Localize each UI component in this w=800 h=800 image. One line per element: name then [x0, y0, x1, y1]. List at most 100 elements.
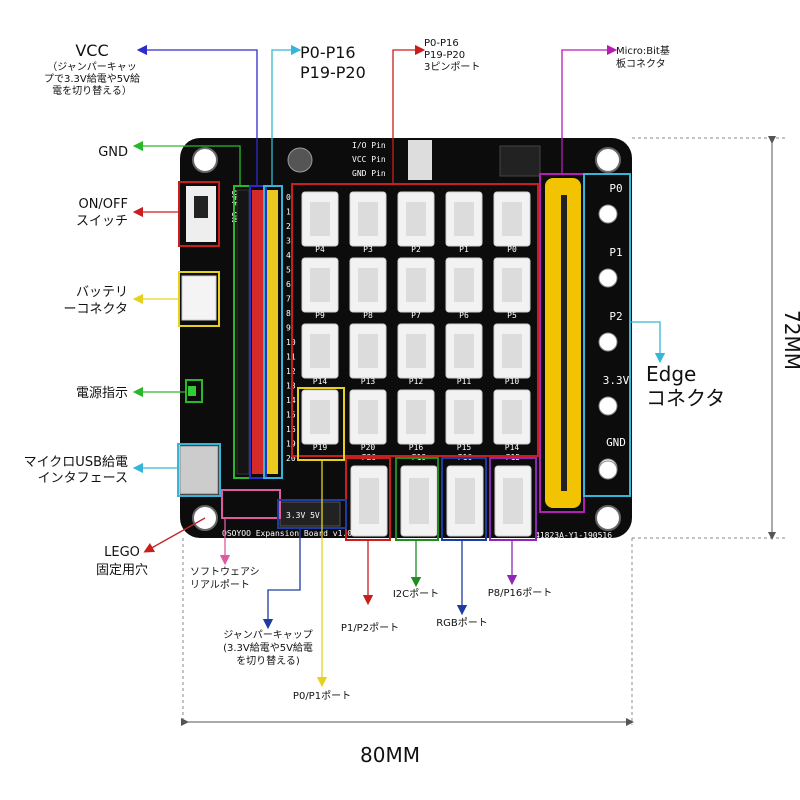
port-label: P15: [457, 443, 472, 452]
header-number: 15: [286, 411, 296, 420]
jumper-label-1: ジャンパーキャップ: [223, 629, 313, 641]
top-3pin-header: [408, 140, 432, 180]
lego-label-2: 固定用穴: [96, 563, 148, 578]
port-label: P9: [315, 311, 325, 320]
edge-finger-label: 3.3V: [603, 374, 630, 387]
board-code-text: 41823A-Y1-190516: [535, 531, 612, 540]
bottom-port: P19: [400, 453, 438, 537]
dimension-lines: [181, 136, 785, 726]
mount-hole-tl: [192, 147, 218, 173]
port-label: P2: [411, 245, 421, 254]
header-number: 6: [286, 280, 291, 289]
vcc-desc-1: （ジャンパーキャッ: [47, 61, 137, 73]
power-led: [188, 386, 196, 396]
header-number: 5: [286, 266, 291, 275]
port-label: P5: [507, 311, 517, 320]
mount-hole-tr: [595, 147, 621, 173]
port-label: P4: [315, 245, 325, 254]
logo-mark: [499, 145, 541, 177]
i2c-port-label: I2Cポート: [393, 588, 439, 600]
rgb-port-label: RGBポート: [436, 617, 488, 629]
jumper-pcb-text: 3.3V 5V: [286, 511, 320, 520]
pcb-board: I/O Pin VCC Pin GND Pin OFF ON 012345678…: [179, 138, 632, 540]
microbit-2: 板コネクタ: [616, 57, 666, 70]
three-pin-port: P20: [349, 389, 387, 452]
port-label: P19: [313, 443, 328, 452]
three-pin-port: P14: [301, 323, 339, 386]
battery-connector-body: [181, 275, 217, 321]
three-pin-port: P4: [301, 191, 339, 254]
three-pin-port: P7: [397, 257, 435, 320]
p8p16-port-label: P8/P16ポート: [488, 587, 553, 599]
switch-highlight: [178, 181, 220, 247]
p1p2-port-label: P1/P2ポート: [341, 622, 399, 634]
port-label: P13: [361, 377, 376, 386]
header-number: 11: [286, 353, 296, 362]
edge-hole: [598, 204, 618, 224]
edge-finger-label: P1: [609, 246, 622, 259]
three-pin-port: P11: [445, 323, 483, 386]
pins3-1: P0-P16: [424, 38, 459, 49]
lego-label-1: LEGO: [104, 545, 140, 560]
vcc-desc-3: 電を切り替える）: [52, 84, 132, 97]
header-number: 8: [286, 309, 291, 318]
edge-highlight: [583, 173, 631, 497]
port-label: P11: [457, 377, 472, 386]
jumper-label-3: を切り替える): [236, 654, 300, 667]
three-pin-port: P2: [397, 191, 435, 254]
microbit-1: Micro:Bit基: [616, 44, 670, 57]
port-label: P8: [363, 311, 373, 320]
p8p16-highlight: [489, 457, 537, 541]
header-number: 20: [286, 454, 296, 463]
vcc-header-highlight: [249, 185, 267, 479]
p0p1-highlight: [297, 387, 345, 461]
edge-finger: 3.3V: [598, 374, 630, 416]
edge-finger: P0: [598, 182, 623, 224]
p0p16-top-1: P0-P16: [300, 43, 356, 62]
jumper-label-2: (3.3V給電や5V給電: [223, 641, 313, 654]
header-number: 14: [286, 396, 296, 405]
port-label: P14: [505, 443, 520, 452]
onoff-label-1: ON/OFF: [78, 197, 128, 212]
led-highlight: [185, 379, 203, 403]
pins3-3: 3ピンポート: [424, 61, 480, 73]
header-number: 7: [286, 295, 291, 304]
header-number: 16: [286, 425, 296, 434]
port-label: P3: [363, 245, 373, 254]
p0p1-port-label: P0/P1ポート: [293, 690, 351, 702]
header-number: 3: [286, 237, 291, 246]
edge-hole: [598, 460, 618, 480]
three-pin-port: P14: [493, 389, 531, 452]
header-number: 13: [286, 382, 296, 391]
io-header: [266, 190, 278, 474]
edge-label-2: コネクタ: [646, 386, 725, 410]
header-number: 9: [286, 324, 291, 333]
annotation-labels: VCC （ジャンパーキャッ プで3.3V給電や5V給 電を切り替える） P0-P…: [24, 38, 800, 767]
battery-label-2: ーコネクタ: [64, 302, 128, 317]
header-number: 10: [286, 338, 296, 347]
port-label: P6: [459, 311, 469, 320]
port-label: P1: [459, 245, 469, 254]
dim-width-label: 80MM: [360, 743, 420, 767]
usb-label-2: インタフェース: [38, 471, 128, 486]
capacitor: [287, 147, 313, 173]
usb-highlight: [177, 443, 221, 497]
header-number: 12: [286, 367, 296, 376]
vcc-title: VCC: [75, 41, 108, 60]
board-name-text: OSOYOO Expansion Board v1.0: [222, 529, 352, 538]
io-header-highlight: [263, 185, 283, 479]
gnd-label: GND: [98, 145, 128, 160]
usb-label-1: マイクロUSB給電: [24, 455, 128, 470]
callout-lines: [132, 44, 666, 688]
power-indicator-label: 電源指示: [76, 386, 128, 401]
three-pin-port: P19: [301, 389, 339, 452]
port-label: P20: [361, 443, 376, 452]
three-pin-port: P15: [445, 389, 483, 452]
three-pin-port: P5: [493, 257, 531, 320]
soft-serial-highlight: [221, 489, 281, 519]
port-label: P10: [505, 377, 520, 386]
edge-label-1: Edge: [646, 362, 696, 386]
edge-finger-label: P0: [609, 182, 622, 195]
soft-serial-2: リアルポート: [190, 579, 250, 591]
